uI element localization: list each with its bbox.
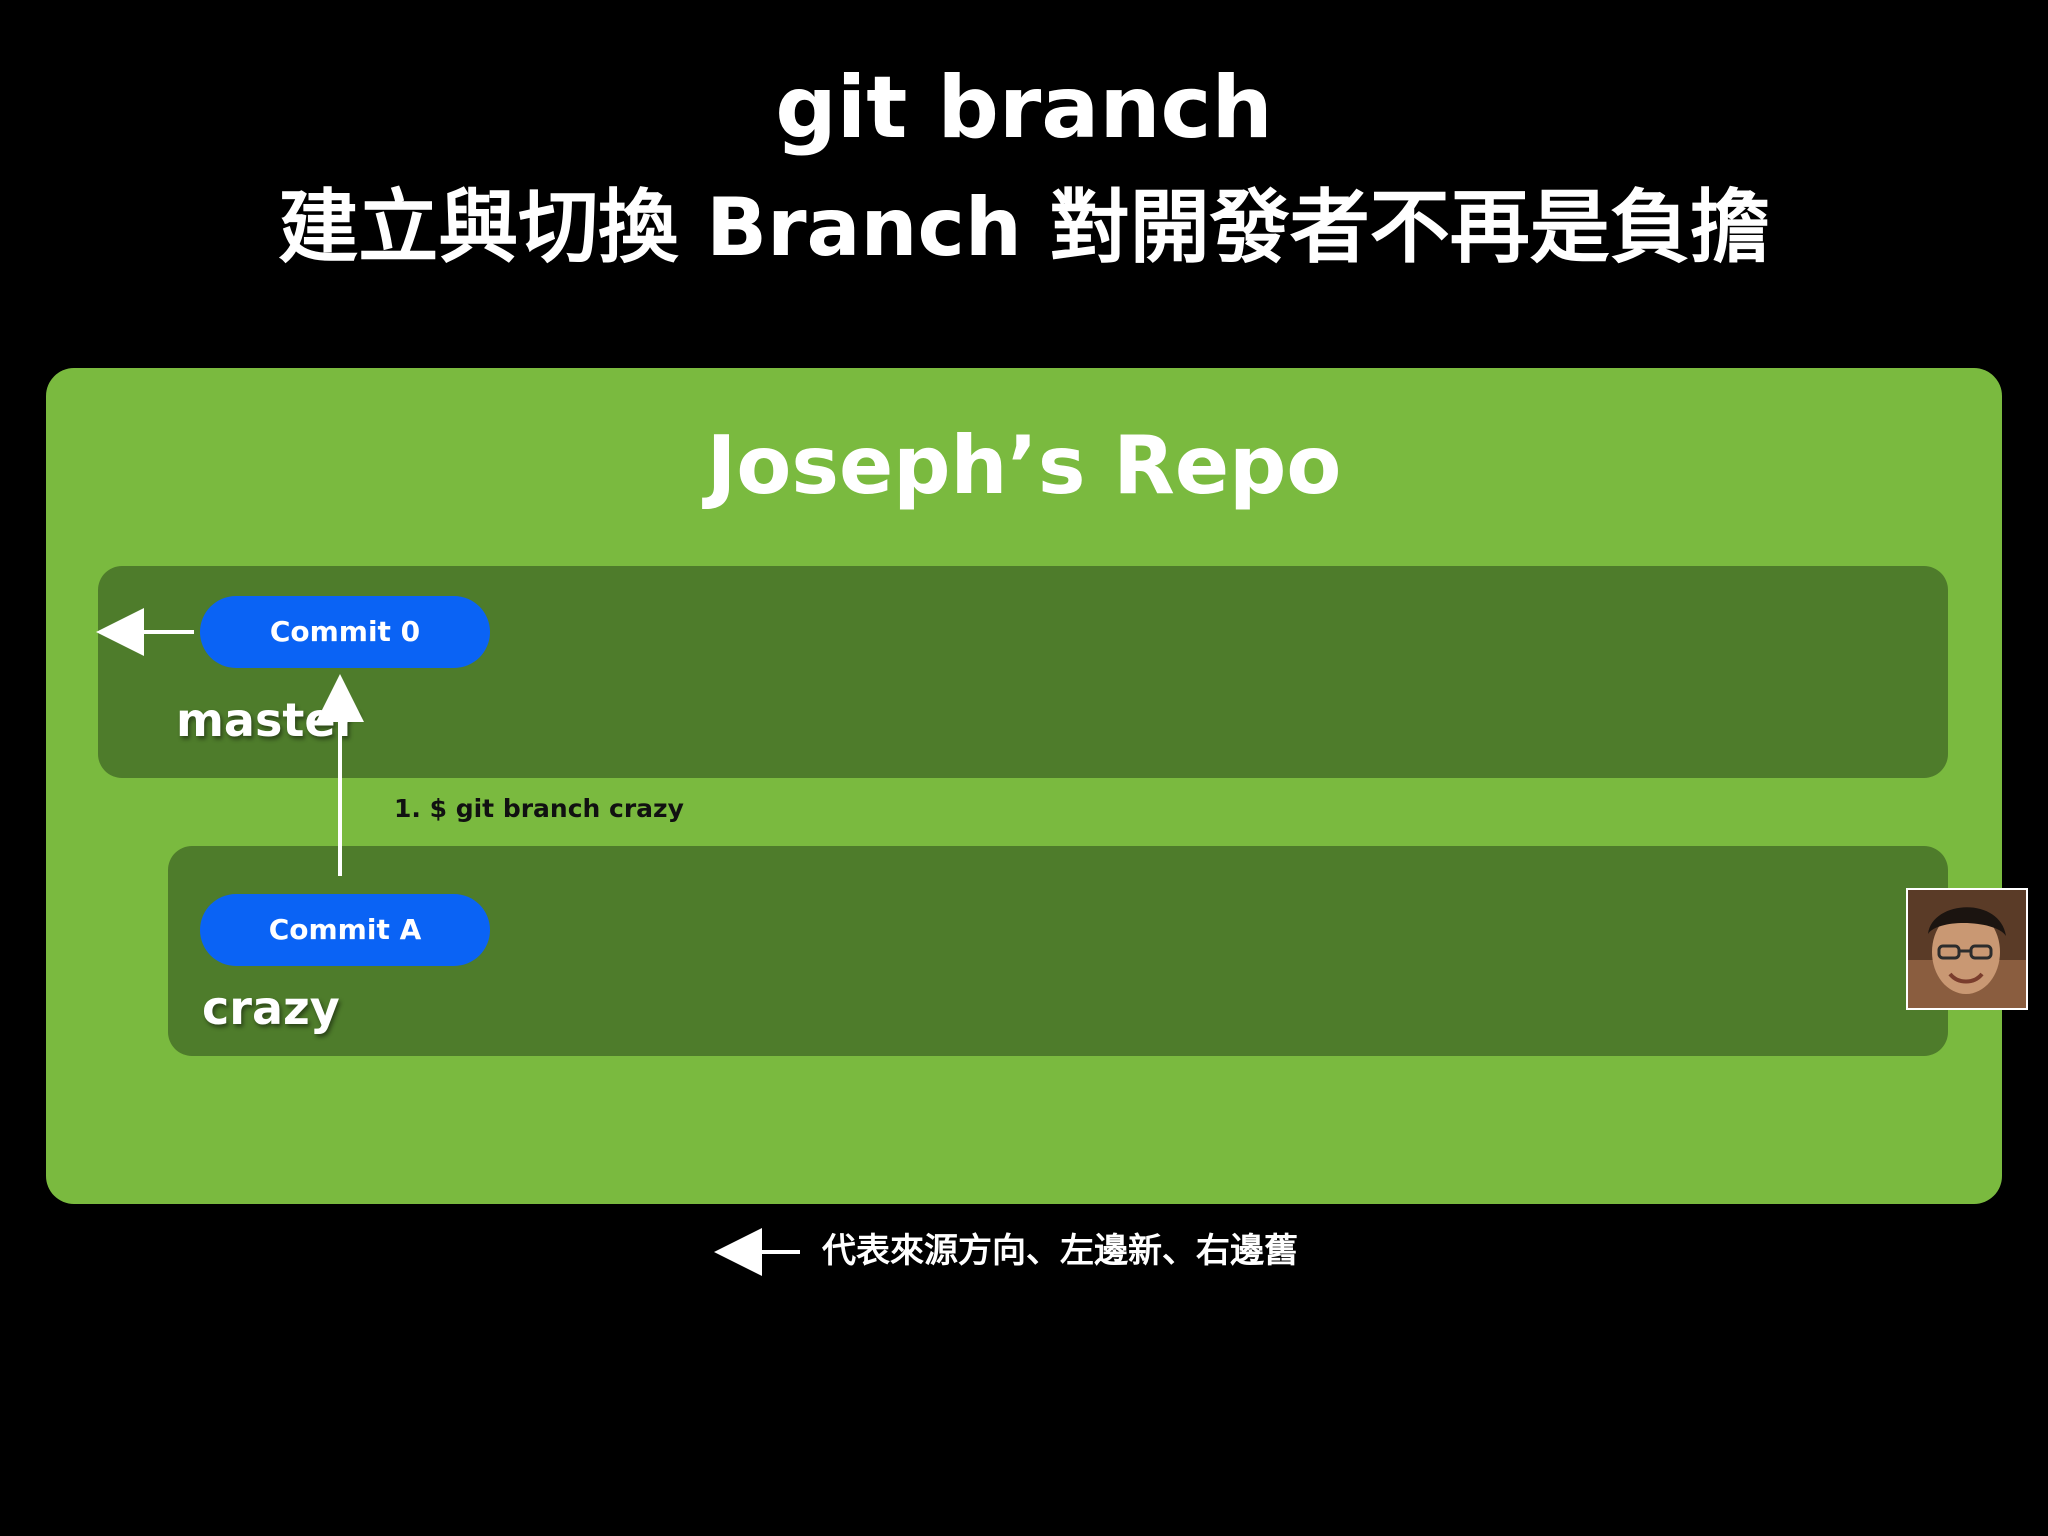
- branch-lane-master: Commit 0 master: [98, 566, 1948, 778]
- developer-avatar: [1906, 888, 2028, 1010]
- git-command-label: 1. $ git branch crazy: [394, 794, 684, 823]
- branch-label-crazy: crazy: [202, 981, 340, 1035]
- commit-0-node: Commit 0: [200, 596, 490, 668]
- repo-container: Joseph’s Repo Commit 0 master 1. $ git b…: [46, 368, 2028, 1204]
- repo-title: Joseph’s Repo: [706, 419, 1342, 512]
- legend-arrow-icon: [714, 1228, 800, 1276]
- page-subtitle: 建立與切換 Branch 對開發者不再是負擔: [278, 181, 1770, 274]
- branch-lane-crazy: Commit A crazy: [168, 846, 2028, 1056]
- legend-text: 代表來源方向、左邊新、右邊舊: [822, 1231, 1298, 1271]
- commit-a-node: Commit A: [200, 894, 490, 966]
- legend: 代表來源方向、左邊新、右邊舊: [712, 1222, 1412, 1282]
- page-title: git branch: [775, 58, 1273, 158]
- branch-label-master: master: [176, 693, 359, 747]
- avatar-face-icon: [1908, 890, 2026, 1008]
